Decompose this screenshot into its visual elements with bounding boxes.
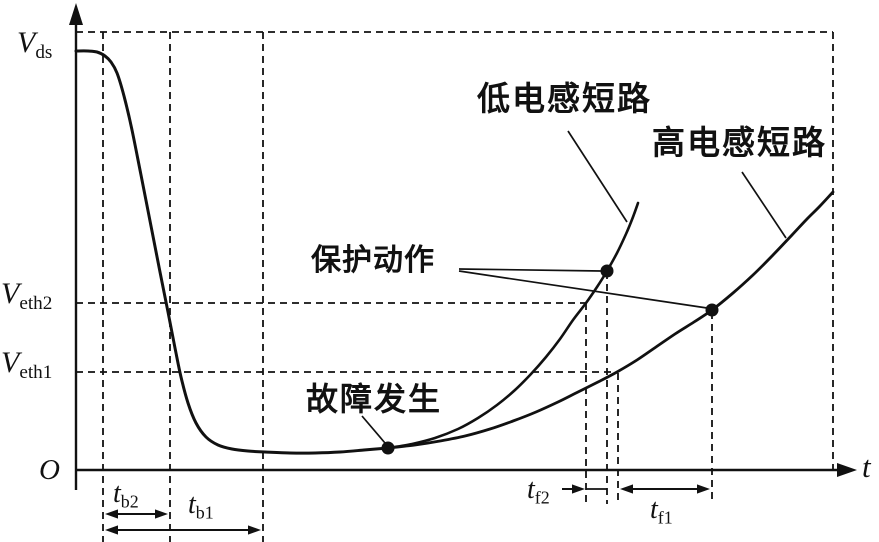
- tb2-base: t: [113, 478, 121, 509]
- tb1-sub: b1: [195, 502, 214, 523]
- low-inductance-label: 低电感短路: [477, 82, 652, 118]
- veth1-sub: eth1: [19, 362, 53, 384]
- vds-fall-curve: [74, 49, 390, 455]
- leader-line: [361, 415, 386, 444]
- tf2-base: t: [527, 474, 535, 505]
- tb1-base: t: [188, 489, 196, 520]
- leader-line: [741, 171, 787, 239]
- tf2-sub: f2: [534, 487, 550, 508]
- event-dot: [705, 303, 719, 317]
- interval-label-tb2: tb2: [113, 478, 139, 511]
- event-dot: [600, 264, 614, 278]
- y-axis-label-veth2: Veth2: [1, 277, 52, 314]
- vds-sub: ds: [35, 42, 53, 64]
- tb2-sub: b2: [120, 491, 139, 512]
- x-axis-arrowhead: [837, 463, 857, 477]
- interval-label-tf1: tf1: [650, 494, 673, 527]
- y-axis-arrowhead: [69, 3, 83, 25]
- veth1-base: V: [1, 346, 20, 379]
- event-dot: [381, 441, 395, 455]
- fault-occurrence-label: 故障发生: [306, 381, 443, 417]
- dimension-arrowhead: [105, 525, 118, 535]
- dimension-arrowhead: [620, 484, 633, 494]
- origin-label: O: [39, 454, 60, 486]
- high-inductance-label: 高电感短路: [652, 126, 827, 162]
- dimension-arrowhead: [697, 484, 710, 494]
- y-axis-label-vds: Vds: [17, 26, 52, 63]
- tf1-base: t: [650, 494, 658, 525]
- dimension-arrowhead: [248, 525, 261, 535]
- veth2-base: V: [1, 277, 20, 310]
- protection-action-label: 保护动作: [311, 244, 435, 277]
- y-axis-label-veth1: Veth1: [1, 346, 52, 383]
- vds-base: V: [17, 26, 36, 59]
- interval-label-tf2: tf2: [527, 474, 550, 507]
- x-axis-label: t: [862, 449, 871, 484]
- leader-line: [567, 130, 628, 223]
- veth2-sub: eth2: [19, 293, 53, 315]
- interval-label-tb1: tb1: [188, 489, 214, 522]
- leader-line: [458, 270, 708, 309]
- dimension-arrowhead: [572, 484, 585, 494]
- high-inductance-curve: [386, 190, 835, 450]
- dimension-arrowhead: [105, 509, 118, 519]
- leader-line: [458, 268, 602, 272]
- dimension-arrowhead: [155, 509, 168, 519]
- tf1-sub: f1: [657, 507, 673, 528]
- low-inductance-curve: [386, 201, 640, 450]
